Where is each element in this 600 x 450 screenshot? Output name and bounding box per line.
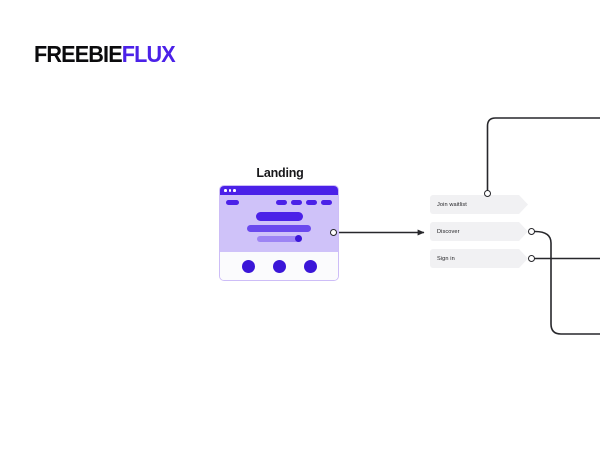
mockup-hero-content — [220, 212, 338, 242]
menu-item-sign-in[interactable]: Sign in — [430, 249, 528, 268]
menu-item-join-waitlist[interactable]: Join waitlist — [430, 195, 528, 214]
mockup-navbar — [220, 195, 338, 205]
window-dot-green-icon — [233, 189, 236, 192]
menu-item-label: Discover — [437, 228, 460, 235]
port-sign-in-right[interactable] — [528, 255, 535, 262]
mockup-footer-circle — [303, 259, 317, 273]
landing-browser-mockup[interactable] — [219, 185, 339, 281]
wire-joinwaitlist-up-right — [486, 117, 600, 191]
landing-node-title: Landing — [256, 166, 304, 180]
mockup-body-bar-dot — [294, 234, 302, 242]
mockup-nav-link — [306, 200, 317, 205]
port-landing-output[interactable] — [330, 229, 337, 236]
mockup-nav-link — [276, 200, 287, 205]
wire-discover-down-right — [534, 230, 600, 335]
window-dot-yellow-icon — [228, 189, 232, 192]
port-join-waitlist-top[interactable] — [484, 190, 491, 197]
mockup-heading-bar — [255, 212, 303, 221]
mockup-nav-brand — [226, 200, 239, 205]
mockup-nav-links — [276, 200, 332, 205]
menu-item-discover[interactable]: Discover — [430, 222, 528, 241]
mockup-body-bar — [256, 234, 302, 242]
menu-item-label: Sign in — [437, 255, 455, 262]
mockup-subheading-bar — [247, 224, 311, 232]
brand-logo: FREEBIEFLUX — [34, 41, 176, 67]
menu-item-label: Join waitlist — [437, 201, 467, 208]
port-discover-right[interactable] — [528, 228, 535, 235]
landing-node[interactable]: Landing — [219, 166, 341, 281]
mockup-nav-link — [291, 200, 302, 205]
brand-logo-primary: FREEBIE — [34, 41, 123, 67]
mockup-footer — [220, 252, 338, 280]
window-dot-red-icon — [224, 189, 227, 192]
mockup-nav-link — [321, 200, 332, 205]
mockup-footer-circle — [272, 259, 286, 273]
browser-body — [220, 195, 338, 252]
brand-logo-accent: FLUX — [121, 41, 176, 67]
mockup-footer-circle — [241, 259, 255, 273]
browser-titlebar — [220, 186, 338, 195]
